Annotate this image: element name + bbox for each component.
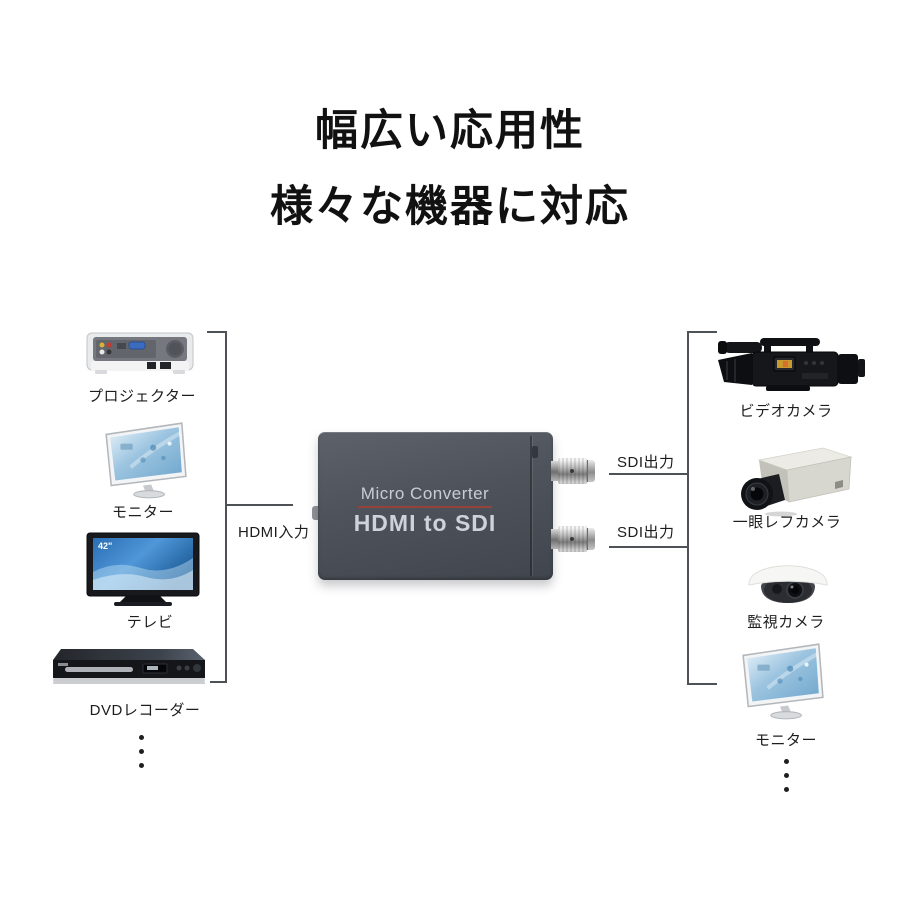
tv-size-badge: 42": [98, 541, 112, 551]
left-bracket-top-tick: [207, 331, 227, 333]
right-bracket-top-tick: [687, 331, 717, 333]
monitor-label-left: モニター: [111, 504, 175, 521]
bnc-connector-bottom: [551, 526, 595, 552]
converter-model-text: HDMI to SDI: [353, 510, 497, 536]
sdi-output-line-1: [609, 473, 689, 475]
converter-brand-text: Micro Converter: [360, 484, 490, 503]
monitor-label-right: モニター: [754, 732, 818, 749]
surveillance-camera-icon: [743, 553, 833, 611]
sdi-output-label-1: SDI出力: [617, 454, 675, 471]
converter-panel-seam: [530, 436, 532, 576]
projector-label: プロジェクター: [88, 388, 196, 405]
video-camera-icon: [714, 333, 868, 395]
hdmi-input-line: [225, 504, 293, 506]
slr-camera-icon: [729, 444, 857, 518]
page-title-line2: 様々な機器に対応: [270, 183, 630, 231]
page-title-line1: 幅広い応用性: [315, 107, 585, 155]
tv-icon: 42": [86, 532, 200, 608]
left-bracket-bottom-tick: [210, 681, 227, 683]
projector-icon: [85, 329, 195, 379]
sdi-output-label-2: SDI出力: [617, 524, 675, 541]
hdmi-port-nub: [312, 506, 321, 520]
tv-label: テレビ: [126, 614, 174, 631]
left-bracket-vertical-line: [225, 331, 227, 683]
monitor-icon-right: [737, 642, 827, 720]
surveillance-camera-label: 監視カメラ: [747, 614, 825, 631]
bnc-connector-top: [551, 458, 595, 484]
converter-box: Micro Converter HDMI to SDI: [318, 432, 553, 580]
sdi-output-line-2: [609, 546, 689, 548]
slr-camera-label: 一眼レフカメラ: [732, 514, 842, 531]
converter-panel-notch: [532, 446, 538, 458]
right-bracket-vertical-line: [687, 331, 689, 685]
right-bracket-bottom-tick: [687, 683, 717, 685]
converter-red-underline: [358, 506, 492, 508]
monitor-icon-left: [100, 421, 190, 499]
video-camera-label: ビデオカメラ: [739, 403, 833, 420]
dvd-recorder-icon: [45, 646, 209, 688]
hdmi-input-label: HDMI入力: [238, 524, 310, 541]
dvd-recorder-label: DVDレコーダー: [89, 702, 201, 719]
